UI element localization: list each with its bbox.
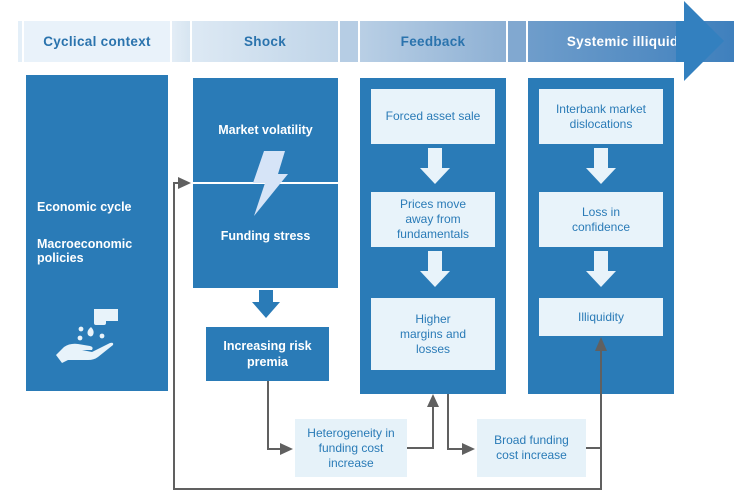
lightning-bolt-icon — [253, 151, 288, 216]
shock-funding-stress: Funding stress — [220, 229, 311, 243]
feedback-panel: Forced asset sale Prices move away from … — [360, 78, 506, 394]
arrowhead-to-broad — [462, 443, 475, 455]
broad-funding-box: Broad funding cost increase — [477, 419, 586, 477]
systemic-step-illiquidity: Illiquidity — [539, 298, 663, 336]
phase-systemic: Systemic illiquidity — [528, 21, 734, 62]
ribbon-gap-2 — [340, 21, 358, 62]
risk-premia-box: Increasing risk premia — [206, 327, 329, 381]
cyclical-item-macro-policies: Macroeconomic policies — [37, 237, 133, 265]
connector-feedback-to-broad — [447, 394, 462, 450]
ribbon-gap-1 — [172, 21, 190, 62]
risk-premia-label: Increasing risk premia — [223, 339, 312, 369]
connector-heterogeneity-to-feedback — [407, 406, 434, 449]
phase-shock-label: Shock — [243, 34, 286, 49]
feedback-step-higher-margins: Higher margins and losses — [371, 298, 495, 370]
shock-panel: Market volatility Funding stress — [193, 78, 338, 288]
heterogeneity-label: Heterogeneity in funding cost increase — [307, 425, 395, 470]
phase-feedback: Feedback — [360, 21, 506, 62]
phase-cyclical-label: Cyclical context — [43, 34, 151, 49]
systemic-down-arrow-1 — [586, 148, 616, 184]
cyclical-item-economic-cycle: Economic cycle — [37, 200, 132, 214]
systemic-step-1-label: Interbank market dislocations — [555, 101, 647, 131]
systemic-down-arrow-2 — [586, 251, 616, 287]
feedback-step-prices-move: Prices move away from fundamentals — [371, 192, 495, 247]
feedback-step-1-label: Forced asset sale — [385, 109, 481, 123]
systemic-step-loss-confidence: Loss in confidence — [539, 192, 663, 247]
phase-feedback-label: Feedback — [400, 34, 466, 49]
feedback-step-2-label: Prices move away from fundamentals — [396, 197, 470, 241]
phase-cyclical: Cyclical context — [24, 21, 170, 62]
connector-risk-to-heterogeneity — [267, 381, 280, 450]
arrowhead-to-heterogeneity — [280, 443, 293, 455]
ribbon-start — [18, 21, 22, 62]
phase-systemic-label: Systemic illiquidity — [566, 34, 696, 49]
feedback-down-arrow-1 — [420, 148, 450, 184]
shock-down-arrow — [252, 290, 280, 318]
ribbon-gap-3 — [508, 21, 526, 62]
shock-market-volatility: Market volatility — [218, 123, 313, 137]
hand-water-tap-icon — [56, 309, 118, 363]
systemic-panel: Interbank market dislocations Loss in co… — [528, 78, 674, 394]
arrowhead-to-feedback — [427, 394, 439, 407]
feedback-step-forced-asset-sale: Forced asset sale — [371, 89, 495, 144]
heterogeneity-box: Heterogeneity in funding cost increase — [295, 419, 407, 477]
feedback-down-arrow-2 — [420, 251, 450, 287]
broad-funding-label: Broad funding cost increase — [494, 433, 569, 462]
systemic-step-interbank: Interbank market dislocations — [539, 89, 663, 144]
systemic-step-3-label: Illiquidity — [577, 309, 625, 324]
cyclical-panel: Economic cycle Macroeconomic policies — [26, 75, 168, 391]
systemic-step-2-label: Loss in confidence — [571, 204, 631, 234]
phase-shock: Shock — [192, 21, 338, 62]
feedback-step-3-label: Higher margins and losses — [399, 311, 467, 356]
arrowhead-to-shock — [178, 177, 191, 189]
